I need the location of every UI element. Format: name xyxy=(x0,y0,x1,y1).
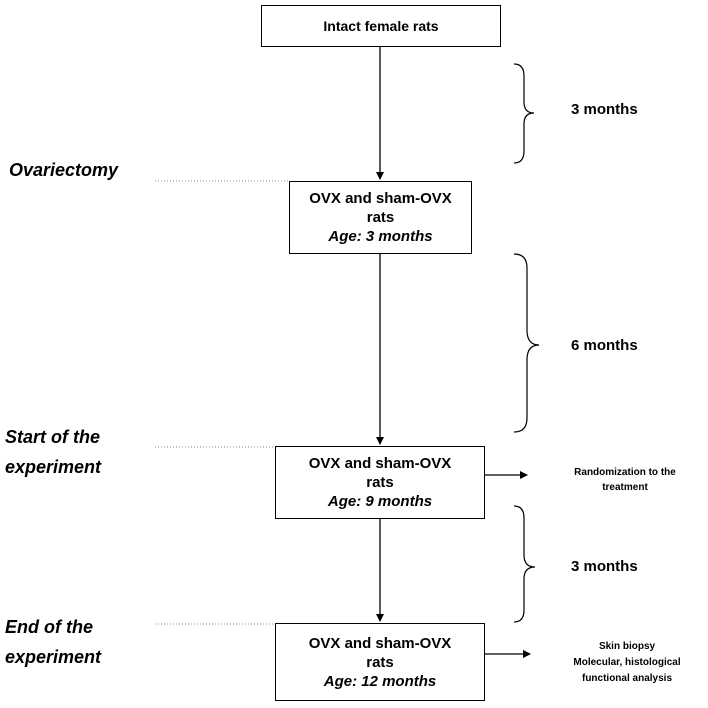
box-ovx-3-months: OVX and sham-OVX rats Age: 3 months xyxy=(289,181,472,254)
randomization-note: Randomization to the treatment xyxy=(574,467,676,493)
biopsy-note: Skin biopsy Molecular, histological func… xyxy=(573,641,681,684)
box-label-line1: OVX and sham-OVX xyxy=(308,455,452,472)
box-intact-rats: Intact female rats xyxy=(261,5,501,47)
duration-label-2: 6 months xyxy=(571,337,638,354)
box-ovx-12-months: OVX and sham-OVX rats Age: 12 months xyxy=(275,623,485,701)
duration-label-3: 3 months xyxy=(571,558,638,575)
stage-label-ovariectomy: Ovariectomy xyxy=(9,160,119,180)
brace-3 xyxy=(513,505,536,623)
box-label-line2: rats xyxy=(366,474,394,491)
box-age: Age: 3 months xyxy=(328,228,433,245)
box-label-line1: OVX and sham-OVX xyxy=(309,190,452,207)
brace-1 xyxy=(513,63,535,164)
box-label-line1: OVX and sham-OVX xyxy=(308,634,452,652)
box-label-line2: rats xyxy=(366,209,395,226)
box-intact-rats-label: Intact female rats xyxy=(323,17,439,34)
box-age: Age: 9 months xyxy=(327,493,433,510)
brace-2 xyxy=(513,253,540,433)
box-ovx-9-months: OVX and sham-OVX rats Age: 9 months xyxy=(275,446,485,519)
box-label-line2: rats xyxy=(366,653,394,671)
duration-label-1: 3 months xyxy=(571,101,638,118)
stage-label-end: End of the experiment xyxy=(5,617,102,667)
box-age: Age: 12 months xyxy=(323,672,437,690)
stage-label-start: Start of the experiment xyxy=(5,427,102,477)
